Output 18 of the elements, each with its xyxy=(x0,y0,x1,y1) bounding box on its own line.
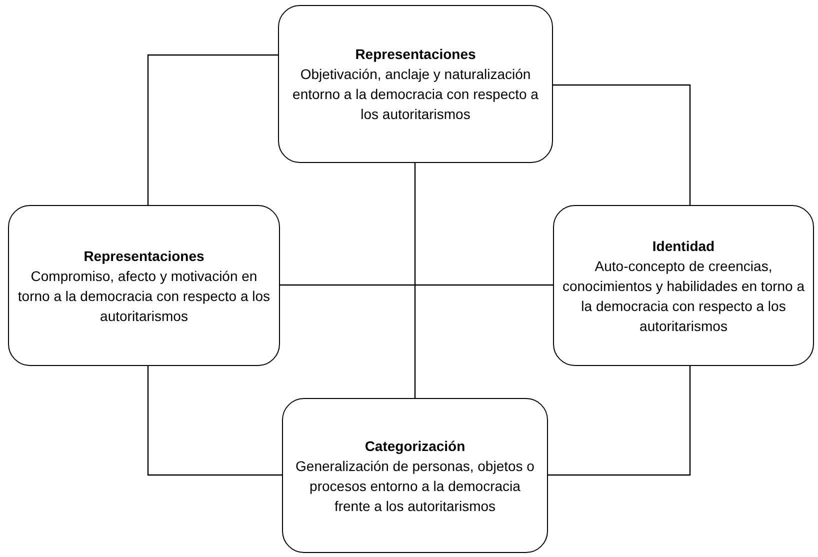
text-box xyxy=(282,398,548,553)
connector-line xyxy=(414,163,416,398)
box-description: Generalización de personas, objetos o procesos entorno a la democracia frente a los autoritarismos xyxy=(294,456,536,516)
text-box xyxy=(553,205,814,366)
connector-line xyxy=(548,366,691,476)
box-description: Objetivación, anclaje y naturalización entorno a la democracia con respecto a los autoritarismos xyxy=(292,65,540,124)
box-heading: Identidad xyxy=(652,236,715,256)
box-description: Auto-concepto de creencias, conocimientos y habilidades en torno a la democracia con respecto a los autoritarismos xyxy=(562,256,805,336)
box-description: Compromiso, afecto y motivación en torno a la democracia con respecto a los autoritarismos xyxy=(17,266,271,326)
box-heading: Categorización xyxy=(364,436,466,456)
text-box xyxy=(8,205,280,366)
connector-line xyxy=(147,54,278,205)
connector-line xyxy=(280,284,553,286)
connector-line xyxy=(147,366,282,476)
box-heading: Representaciones xyxy=(84,246,204,266)
text-box xyxy=(278,5,553,163)
box-heading: Representaciones xyxy=(355,45,476,64)
connector-line xyxy=(553,84,691,205)
